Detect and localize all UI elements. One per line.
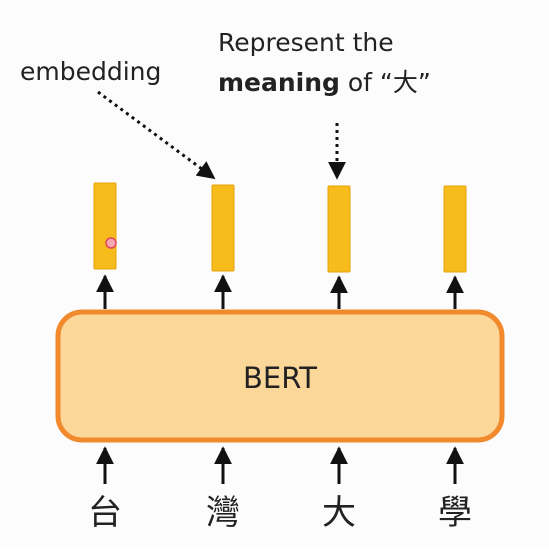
embedding-annotation-label: embedding xyxy=(20,57,161,86)
represent-annotation-line1: Represent the xyxy=(218,28,394,57)
embedding-vector-3 xyxy=(327,185,351,273)
embedding-vector-2 xyxy=(211,184,235,272)
embedding-dotted-arrow xyxy=(97,90,216,180)
input-token-4: 學 xyxy=(438,493,472,533)
input-token-3: 大 xyxy=(322,493,356,533)
input-token-2: 灣 xyxy=(206,493,240,533)
cursor-dot xyxy=(105,237,117,249)
represent-annotation-rest: of “大” xyxy=(340,68,431,97)
embedding-vector-1 xyxy=(93,182,117,270)
bert-model-box xyxy=(55,309,505,443)
input-token-1: 台 xyxy=(88,493,122,533)
represent-annotation-line2: meaning of “大” xyxy=(218,68,431,97)
embedding-vector-4 xyxy=(443,185,467,273)
bert-model-label: BERT xyxy=(243,361,317,395)
meaning-emphasis: meaning xyxy=(218,68,340,97)
